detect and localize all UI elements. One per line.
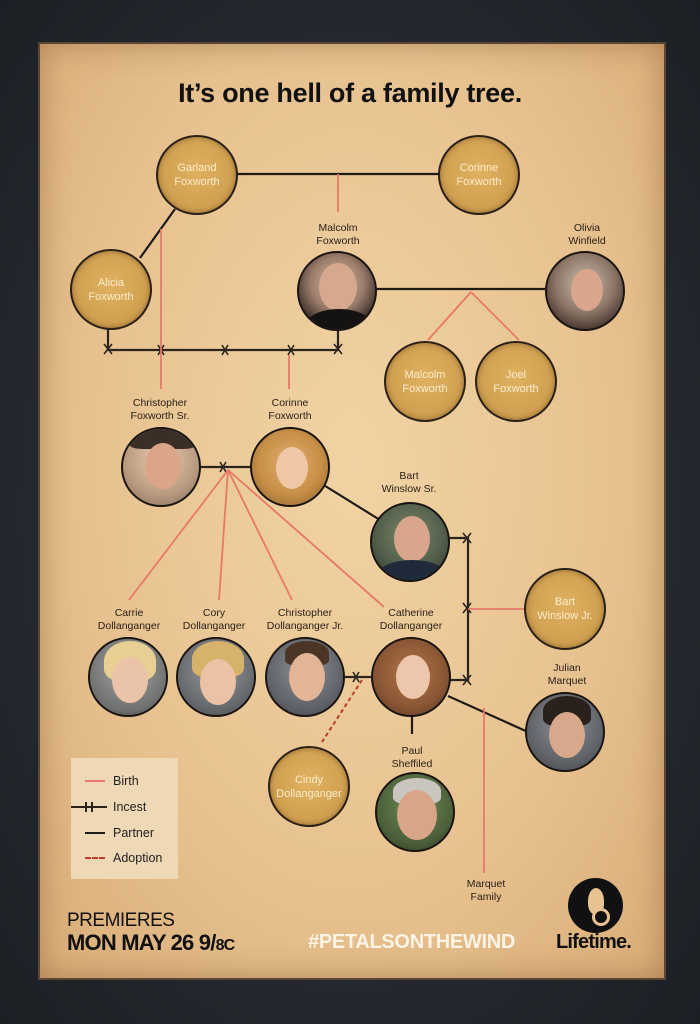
portrait-photo <box>571 269 603 311</box>
node-cindy-dollanganger[interactable]: Cindy Dollanganger <box>268 746 350 827</box>
label-bart-winslow-sr: Bart Winslow Sr. <box>381 470 437 495</box>
partner-line-garland-alicia <box>139 208 176 259</box>
birth-line-swatch <box>83 776 109 786</box>
adoption-line-swatch <box>83 853 109 863</box>
network-wordmark: Lifetime. <box>556 931 632 953</box>
node-bart-winslow-sr[interactable] <box>370 502 450 582</box>
node-malcolm-foxworth-jr[interactable]: Malcolm Foxworth <box>384 341 466 422</box>
node-corinne-foxworth-sr[interactable]: Corinne Foxworth <box>438 135 520 215</box>
node-corinne-foxworth[interactable] <box>250 427 330 507</box>
label-paul-sheffiled: Paul Sheffiled <box>391 745 433 770</box>
partner-line-catherine-julian <box>447 694 529 734</box>
portrait-photo <box>319 263 357 311</box>
node-malcolm-foxworth[interactable] <box>297 251 377 331</box>
node-garland-foxworth[interactable]: Garland Foxworth <box>156 135 238 215</box>
node-paul-sheffiled[interactable] <box>375 772 455 852</box>
partner-line-corinne-bart <box>321 483 381 521</box>
incest-wires <box>103 325 472 686</box>
poster-title: It’s one hell of a family tree. <box>178 78 522 108</box>
portrait-photo <box>549 712 585 758</box>
legend-item-partner: Partner <box>71 826 154 840</box>
birth-lines <box>128 174 525 873</box>
label-christopher-foxworth-sr: Christopher Foxworth Sr. <box>130 397 190 422</box>
portrait-photo <box>276 447 308 489</box>
portrait-hat <box>129 429 197 449</box>
label-cory-dollanganger: Cory Dollanganger <box>182 607 246 632</box>
label-marquet-family: Marquet Family <box>466 878 506 903</box>
premiere-date: MON MAY 26 9/8C <box>67 930 235 955</box>
node-julian-marquet[interactable] <box>525 692 605 772</box>
node-catherine-dollanganger[interactable] <box>371 637 451 717</box>
portrait-photo <box>397 790 437 840</box>
node-olivia-winfield[interactable] <box>545 251 625 331</box>
barbed-wire-swatch <box>71 802 109 812</box>
node-christopher-foxworth-sr[interactable] <box>121 427 201 507</box>
node-cory-dollanganger[interactable] <box>176 637 256 717</box>
node-alicia-foxworth[interactable]: Alicia Foxworth <box>70 249 152 330</box>
label-malcolm-foxworth: Malcolm Foxworth <box>316 222 360 247</box>
portrait-photo <box>396 655 430 699</box>
partner-line-swatch <box>83 828 109 838</box>
legend: Birth Incest Partner Adoption <box>71 758 178 879</box>
label-corinne-foxworth: Corinne Foxworth <box>268 397 312 422</box>
legend-item-incest: Incest <box>71 800 146 814</box>
legend-item-adoption: Adoption <box>71 851 162 865</box>
label-julian-marquet: Julian Marquet <box>547 662 587 687</box>
node-bart-winslow-jr[interactable]: Bart Winslow Jr. <box>524 568 606 650</box>
node-christopher-dollanganger-jr[interactable] <box>265 637 345 717</box>
hashtag: #PETALSONTHEWIND <box>308 931 516 953</box>
label-carrie-dollanganger: Carrie Dollanganger <box>97 607 161 632</box>
portrait-photo <box>289 653 325 701</box>
label-christopher-dollanganger-jr: Christopher Dollanganger Jr. <box>266 607 344 632</box>
premieres-label: PREMIERES <box>67 910 175 931</box>
portrait-photo <box>394 516 430 562</box>
lifetime-logo-icon <box>568 878 623 933</box>
portrait-clothing <box>378 560 446 580</box>
legend-item-birth: Birth <box>71 774 139 788</box>
adoption-line-cindy <box>321 679 363 743</box>
node-carrie-dollanganger[interactable] <box>88 637 168 717</box>
portrait-photo <box>112 657 148 703</box>
label-catherine-dollanganger: Catherine Dollanganger <box>379 607 443 632</box>
label-olivia-winfield: Olivia Winfield <box>568 222 606 247</box>
portrait-photo <box>145 443 181 489</box>
portrait-photo <box>200 659 236 705</box>
node-joel-foxworth[interactable]: Joel Foxworth <box>475 341 557 422</box>
portrait-clothing <box>307 309 371 329</box>
